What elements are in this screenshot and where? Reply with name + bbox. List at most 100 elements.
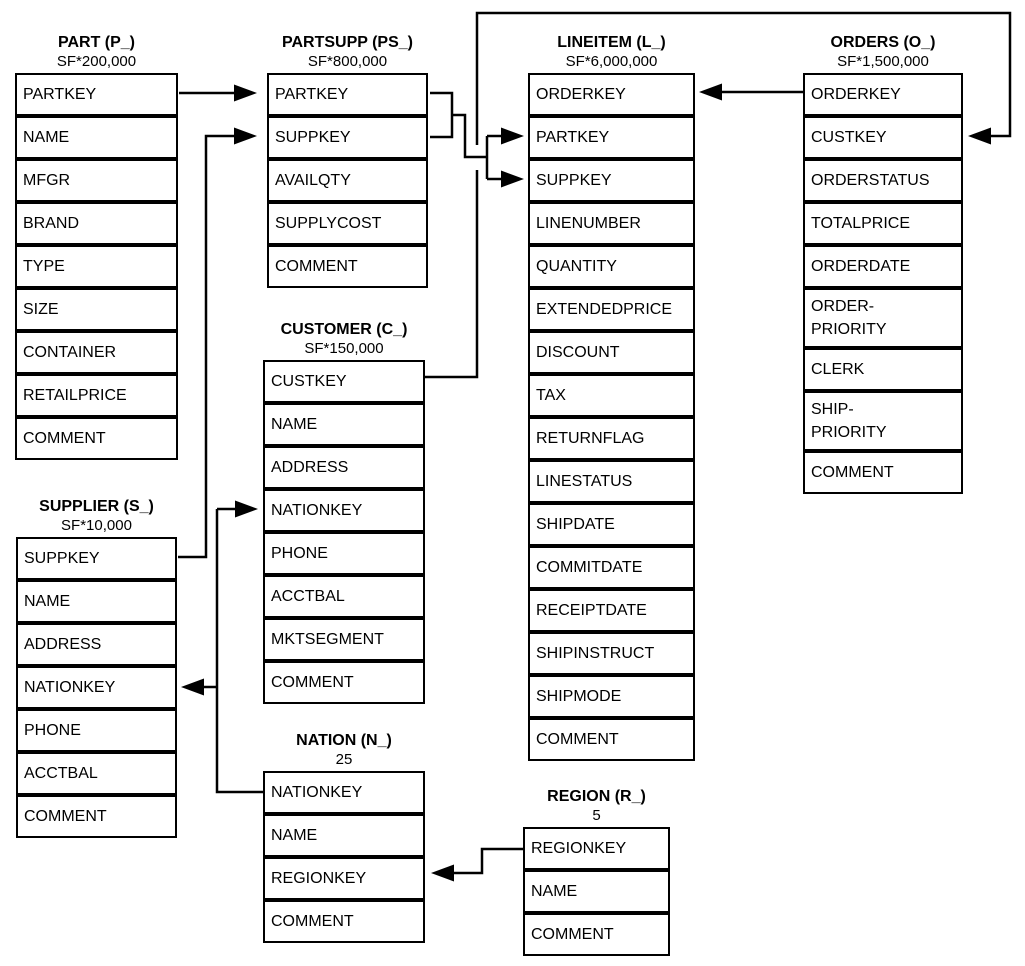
field-row: PARTKEY xyxy=(528,116,695,159)
connector-customer-custkey-to-orders-custkey xyxy=(425,11,1012,379)
field-label: NAME xyxy=(271,416,318,433)
connector-part-partkey-to-partsupp-partkey xyxy=(179,84,257,102)
field-label: NAME xyxy=(271,827,318,844)
field-row: PARTKEY xyxy=(267,73,428,116)
field-label: SUPPKEY xyxy=(24,550,100,567)
field-row: SHIPINSTRUCT xyxy=(528,632,695,675)
field-label: AVAILQTY xyxy=(275,172,351,189)
field-list: PARTKEY SUPPKEY AVAILQTY SUPPLYCOST COMMENT xyxy=(267,73,428,288)
table-title: PARTSUPP (PS_) xyxy=(282,34,413,51)
field-label: BRAND xyxy=(23,215,80,232)
field-row: SUPPLYCOST xyxy=(267,202,428,245)
field-label: TOTALPRICE xyxy=(811,215,910,232)
field-row: ORDERSTATUS xyxy=(803,159,963,202)
field-row: ORDERDATE xyxy=(803,245,963,288)
field-row: MFGR xyxy=(15,159,178,202)
connector-nation-nationkey-to-customer-and-supplier xyxy=(181,500,263,794)
table-title: REGION (R_) xyxy=(547,788,646,805)
field-row: CLERK xyxy=(803,348,963,391)
field-label: NATIONKEY xyxy=(271,784,363,801)
field-row: AVAILQTY xyxy=(267,159,428,202)
field-label: RETURNFLAG xyxy=(536,430,645,447)
table-title: LINEITEM (L_) xyxy=(557,34,666,51)
field-row: SHIP- PRIORITY xyxy=(803,391,963,451)
field-row: SUPPKEY xyxy=(267,116,428,159)
table-customer: CUSTOMER (C_) SF*150,000 CUSTKEY NAME ADDR… xyxy=(263,320,425,704)
field-row: NAME xyxy=(16,580,177,623)
field-label: COMMENT xyxy=(275,258,358,275)
field-label: COMMENT xyxy=(271,674,354,691)
field-label: ACCTBAL xyxy=(24,765,98,782)
field-row: QUANTITY xyxy=(528,245,695,288)
table-cardinality: SF*10,000 xyxy=(61,517,132,534)
field-label: CLERK xyxy=(811,361,865,378)
field-row: NAME xyxy=(263,403,425,446)
field-row: EXTENDEDPRICE xyxy=(528,288,695,331)
field-label: ORDERKEY xyxy=(811,86,901,103)
field-label: COMMENT xyxy=(531,926,614,943)
field-row: RETURNFLAG xyxy=(528,417,695,460)
field-label: SHIPDATE xyxy=(536,516,615,533)
field-label: LINENUMBER xyxy=(536,215,641,232)
table-title: CUSTOMER (C_) xyxy=(280,321,408,338)
table-title: SUPPLIER (S_) xyxy=(39,498,154,515)
field-label: COMMENT xyxy=(23,430,106,447)
field-row: TYPE xyxy=(15,245,178,288)
field-label: NAME xyxy=(531,883,578,900)
field-row: RETAILPRICE xyxy=(15,374,178,417)
table-cardinality: 5 xyxy=(592,807,601,824)
field-row: DISCOUNT xyxy=(528,331,695,374)
field-row: LINESTATUS xyxy=(528,460,695,503)
field-label: TYPE xyxy=(23,258,65,275)
field-row: REGIONKEY xyxy=(523,827,670,870)
field-row: SUPPKEY xyxy=(528,159,695,202)
field-label: PHONE xyxy=(24,722,81,739)
field-row: SIZE xyxy=(15,288,178,331)
field-label: SIZE xyxy=(23,301,59,318)
table-supplier: SUPPLIER (S_) SF*10,000 SUPPKEY NAME ADDRE… xyxy=(16,497,177,838)
field-row: ORDER- PRIORITY xyxy=(803,288,963,348)
table-cardinality: SF*800,000 xyxy=(307,53,388,70)
field-label: NAME xyxy=(24,593,71,610)
field-row: TAX xyxy=(528,374,695,417)
field-label: SUPPKEY xyxy=(275,129,351,146)
field-label: PARTKEY xyxy=(275,86,349,103)
field-row: ADDRESS xyxy=(263,446,425,489)
table-title: NATION (N_) xyxy=(296,732,392,749)
table-title: ORDERS (O_) xyxy=(830,34,936,51)
field-label: COMMENT xyxy=(271,913,354,930)
table-cardinality: SF*1,500,000 xyxy=(837,53,929,70)
field-row: BRAND xyxy=(15,202,178,245)
field-row: COMMENT xyxy=(803,451,963,494)
field-row: NAME xyxy=(523,870,670,913)
field-label: NAME xyxy=(23,129,70,146)
field-row: COMMENT xyxy=(263,661,425,704)
field-label: ADDRESS xyxy=(271,459,349,476)
field-row: COMMENT xyxy=(528,718,695,761)
field-row: NATIONKEY xyxy=(16,666,177,709)
field-label: LINESTATUS xyxy=(536,473,633,490)
field-label: SUPPKEY xyxy=(536,172,612,189)
field-label: ORDER- PRIORITY xyxy=(811,298,887,338)
field-row: PARTKEY xyxy=(15,73,178,116)
field-label: CUSTKEY xyxy=(271,373,347,390)
connector-partsupp-to-lineitem-partkey-suppkey xyxy=(430,91,524,188)
field-row: NATIONKEY xyxy=(263,489,425,532)
field-label: ADDRESS xyxy=(24,636,102,653)
field-row: NATIONKEY xyxy=(263,771,425,814)
table-region: REGION (R_) 5 REGIONKEY NAME COMMENT xyxy=(523,787,670,956)
field-row: COMMENT xyxy=(15,417,178,460)
field-row: ORDERKEY xyxy=(803,73,963,116)
table-cardinality: SF*150,000 xyxy=(304,340,384,357)
field-row: CUSTKEY xyxy=(263,360,425,403)
field-label: COMMITDATE xyxy=(536,559,643,576)
field-row: SUPPKEY xyxy=(16,537,177,580)
field-label: ORDERDATE xyxy=(811,258,911,275)
